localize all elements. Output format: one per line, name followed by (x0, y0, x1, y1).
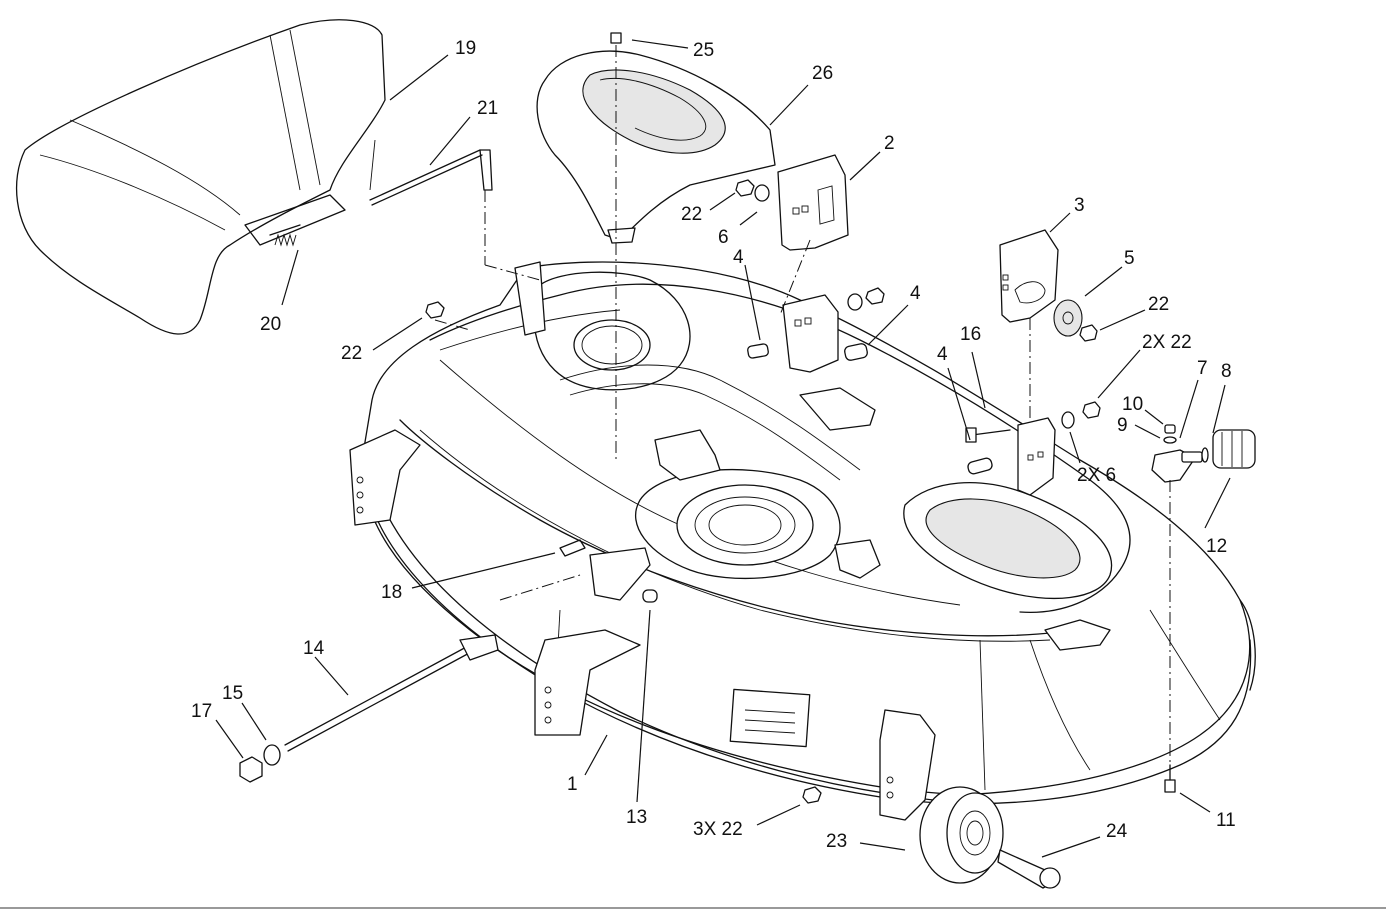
callout-12: 12 (1206, 536, 1227, 557)
callout-24: 24 (1106, 821, 1128, 842)
callout-3: 3 (1074, 195, 1085, 216)
bottom-rule (0, 907, 1386, 909)
deck-bracket-right (1017, 417, 1056, 496)
washer-5 (1053, 299, 1083, 337)
link-rod (239, 634, 499, 783)
callout-11: 11 (1216, 810, 1236, 831)
callout-labels: 19 21 20 25 26 2 22 6 3 5 22 4 4 22 16 2… (191, 38, 1236, 852)
callout-3x-22: 3X 22 (693, 819, 743, 840)
callout-22: 22 (341, 343, 362, 364)
callout-2x-22: 2X 22 (1142, 332, 1192, 353)
callout-4: 4 (910, 283, 921, 304)
callout-19: 19 (455, 38, 476, 59)
assembly-center-lines (434, 45, 1171, 780)
deck-bracket-center (782, 294, 839, 373)
callout-9: 9 (1117, 415, 1128, 436)
deflector-rod (369, 149, 493, 206)
callout-2: 2 (884, 133, 895, 154)
callout-21: 21 (477, 98, 498, 119)
callout-22: 22 (681, 204, 702, 225)
gauge-wheel (919, 786, 1061, 889)
callout-26: 26 (812, 63, 833, 84)
callout-13: 13 (626, 807, 647, 828)
callout-14: 14 (303, 638, 325, 659)
callout-7: 7 (1197, 358, 1208, 379)
mower-deck-shell (349, 261, 1256, 821)
callout-4: 4 (937, 344, 948, 365)
bracket-2 (777, 154, 849, 251)
callout-8: 8 (1221, 361, 1232, 382)
discharge-deflector (15, 19, 386, 335)
callout-2x-6: 2X 6 (1077, 465, 1116, 486)
bracket-3 (999, 229, 1059, 323)
callout-22: 22 (1148, 294, 1169, 315)
callout-4: 4 (733, 247, 744, 268)
callout-16: 16 (960, 324, 981, 345)
leader-lines (215, 39, 1231, 858)
hardware (425, 32, 1256, 804)
callout-23: 23 (826, 831, 847, 852)
callout-6: 6 (718, 227, 729, 248)
callout-10: 10 (1122, 394, 1143, 415)
belt-cover (536, 50, 776, 244)
callout-20: 20 (260, 314, 281, 335)
callout-1: 1 (567, 774, 578, 795)
callout-15: 15 (222, 683, 243, 704)
callout-25: 25 (693, 40, 714, 61)
callout-18: 18 (381, 582, 402, 603)
callout-17: 17 (191, 701, 212, 722)
callout-5: 5 (1124, 248, 1135, 269)
